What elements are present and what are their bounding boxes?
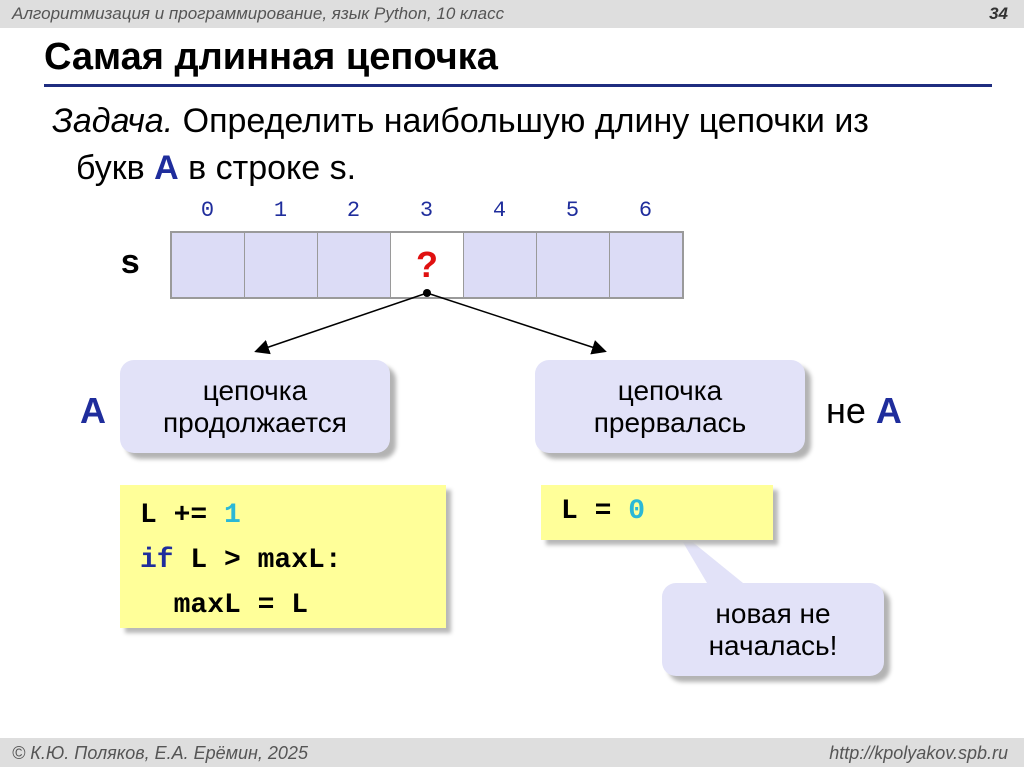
callout-new-not-started: новая не началась!	[662, 583, 884, 676]
string-cells: ?	[170, 231, 684, 299]
callout-line: новая не	[715, 597, 831, 629]
bubble-chain-continues: цепочка продолжается	[120, 360, 390, 453]
task-line-1: Задача. Определить наибольшую длину цепо…	[52, 98, 972, 145]
code-text: L > maxL:	[173, 545, 342, 576]
bubble-line: прервалась	[593, 406, 747, 438]
task-line-2: букв A в строке s.	[52, 145, 972, 192]
branch-not-a-label: не A	[826, 390, 902, 432]
string-cell	[318, 233, 391, 297]
code-block-reset: L = 0	[541, 485, 773, 540]
string-cell	[172, 233, 245, 297]
code-number: 0	[628, 496, 646, 527]
code-line: maxL = L	[140, 590, 309, 621]
task-text-1: Определить наибольшую длину цепочки из	[173, 102, 869, 140]
task-letter: A	[154, 149, 179, 187]
task-statement: Задача. Определить наибольшую длину цепо…	[52, 98, 972, 192]
task-lead: Задача.	[52, 102, 174, 140]
index-label: 1	[273, 198, 288, 223]
code-text: L =	[561, 496, 629, 527]
footer-copyright: © К.Ю. Поляков, Е.А. Ерёмин, 2025	[12, 743, 308, 763]
bubble-line: цепочка	[202, 374, 308, 406]
index-label: 4	[492, 198, 507, 223]
callout-line: началась!	[708, 629, 838, 661]
arrow-to-continue	[254, 292, 428, 355]
slide-title: Самая длинная цепочка	[44, 36, 498, 78]
string-cell	[610, 233, 682, 297]
footer-bar	[0, 738, 1024, 767]
branch-letter-a: A	[80, 390, 106, 431]
code-number: 1	[224, 500, 241, 531]
code-keyword: if	[140, 545, 174, 576]
page-number: 34	[989, 4, 1008, 23]
code-block-continue: L += 1 if L > maxL: maxL = L	[120, 485, 446, 628]
index-label: 6	[638, 198, 653, 223]
bubble-line: продолжается	[163, 406, 347, 438]
string-cell	[464, 233, 537, 297]
header-bar	[0, 0, 1024, 28]
string-cell	[537, 233, 610, 297]
string-variable-label: s	[120, 246, 141, 284]
code-line: if L > maxL:	[140, 538, 446, 583]
task-text-2-post: в строке s.	[178, 149, 357, 187]
string-cell	[245, 233, 318, 297]
index-label: 5	[565, 198, 580, 223]
title-divider	[44, 84, 992, 87]
index-label: 0	[200, 198, 215, 223]
not-a-letter: A	[875, 390, 902, 431]
code-text: L +=	[140, 500, 225, 531]
course-title: Алгоритмизация и программирование, язык …	[12, 4, 505, 23]
index-label: 3	[419, 198, 434, 223]
callout-tail	[674, 527, 743, 583]
bubble-line: цепочка	[617, 374, 723, 406]
footer-url: http://kpolyakov.spb.ru	[829, 743, 1008, 763]
bubble-chain-broken: цепочка прервалась	[535, 360, 805, 453]
index-label: 2	[346, 198, 361, 223]
code-line: L += 1	[140, 493, 446, 538]
code-line: L = 0	[561, 489, 773, 534]
arrow-to-break	[426, 292, 607, 355]
not-prefix: не	[826, 390, 876, 431]
task-text-2-pre: букв	[76, 149, 155, 187]
string-cell-current: ?	[391, 233, 464, 297]
